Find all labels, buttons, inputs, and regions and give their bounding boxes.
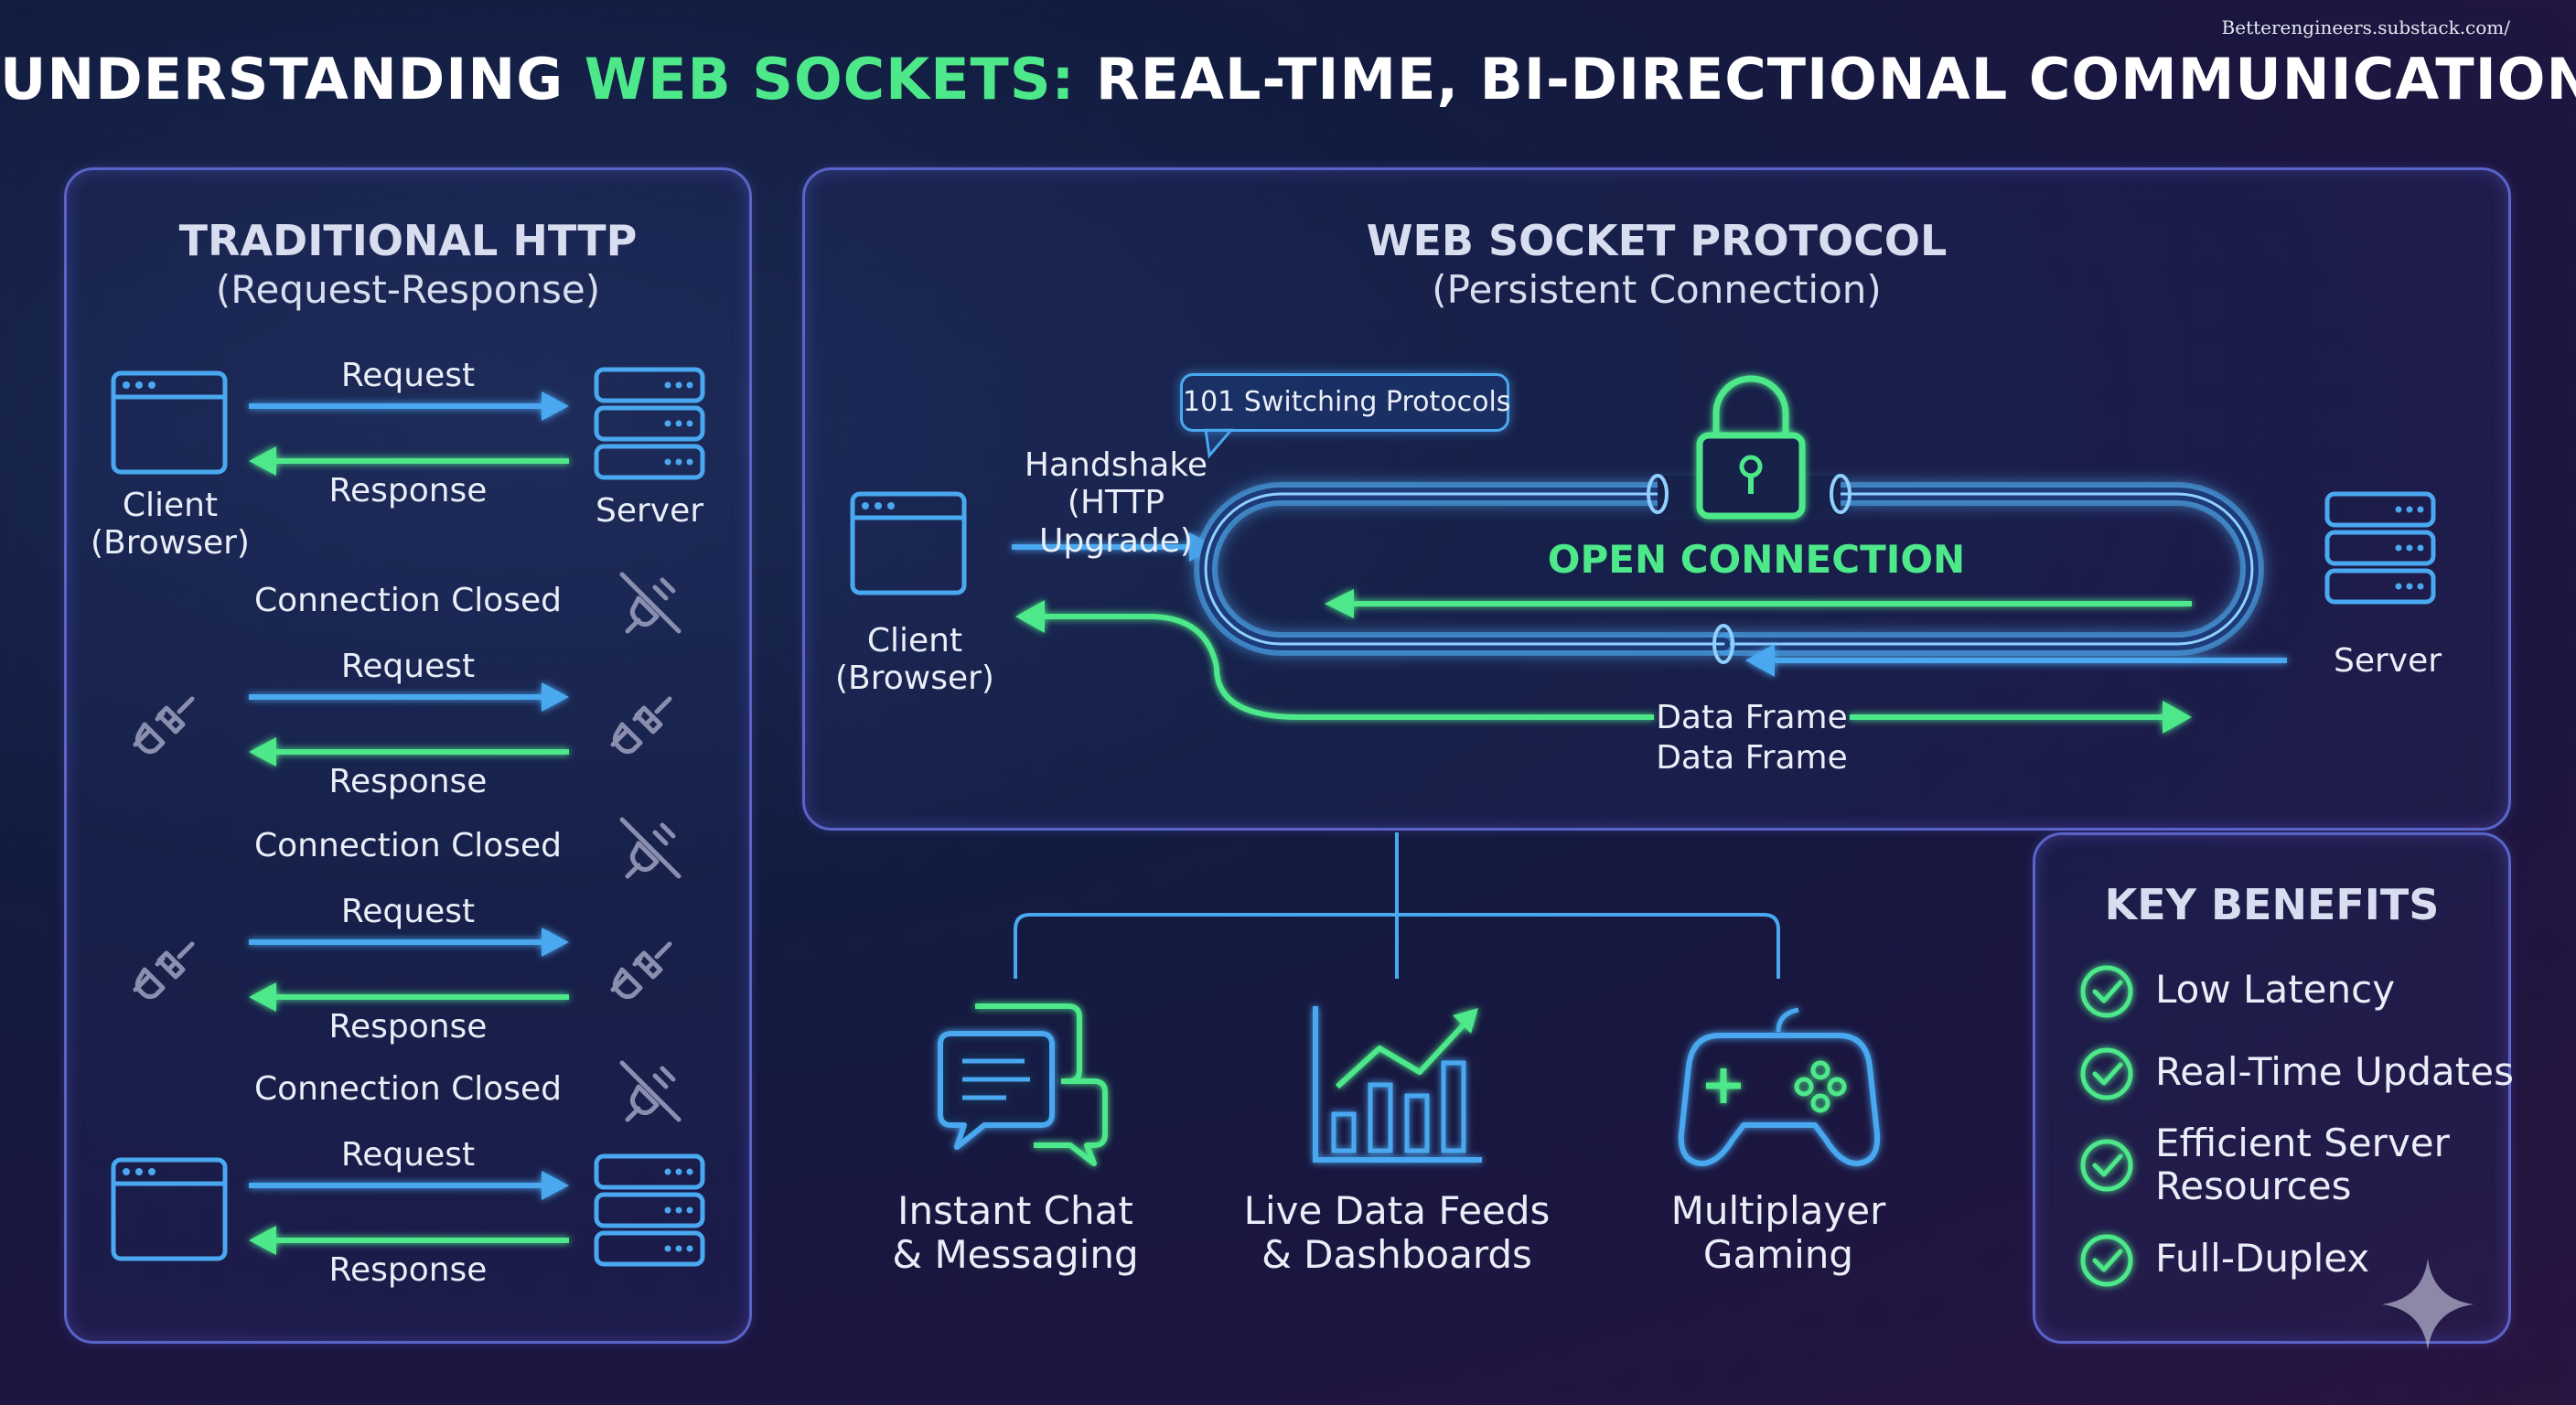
data-frame-label: Data Frame [1656, 699, 1848, 736]
title-highlight: WEB SOCKETS: [584, 46, 1076, 113]
check-icon [2080, 1139, 2133, 1192]
connection-closed-label: Connection Closed [253, 582, 563, 619]
ws-title: WEB SOCKET PROTOCOL [1366, 216, 1948, 265]
check-icon [2080, 965, 2133, 1018]
unplugged-icon [622, 574, 679, 631]
client-label: Client (Browser) [91, 487, 250, 563]
ws-client-label: Client (Browser) [835, 622, 994, 698]
check-icon [2080, 1047, 2133, 1100]
benefit-item: Efficient Server Resources [2155, 1121, 2450, 1209]
handshake-label: Handshake (HTTP Upgrade) [1024, 446, 1208, 560]
ws-subtitle: (Persistent Connection) [1432, 267, 1882, 312]
benefits-title: KEY BENEFITS [2104, 880, 2440, 929]
ws-client-browser-icon [853, 494, 964, 593]
benefit-item: Real-Time Updates [2155, 1049, 2514, 1094]
server-label: Server [595, 492, 704, 530]
http-title: TRADITIONAL HTTP [178, 216, 638, 265]
plug-icon [135, 699, 192, 752]
data-frame-label: Data Frame [1656, 739, 1848, 777]
page-title: UNDERSTANDING WEB SOCKETS: REAL-TIME, BI… [0, 46, 2576, 113]
inner-return-arrow [1325, 589, 2192, 618]
benefit-item: Low Latency [2155, 967, 2396, 1012]
response-label: Response [328, 1008, 488, 1046]
data-frame-path-left [1015, 600, 1654, 720]
benefit-item: Full-Duplex [2155, 1236, 2370, 1281]
http-panel [64, 167, 752, 1344]
switching-protocols-bubble: 101 Switching Protocols [1180, 373, 1510, 432]
client-browser-icon-bottom [113, 1160, 225, 1259]
request-label: Request [340, 893, 476, 930]
chat-icon [938, 1003, 1108, 1166]
use-case-gaming: Multiplayer Gaming [1670, 1188, 1886, 1278]
response-label: Response [328, 472, 488, 509]
check-icon [2080, 1234, 2133, 1287]
plug-icon [613, 699, 670, 752]
connection-closed-label: Connection Closed [253, 827, 563, 864]
unplugged-icon [622, 820, 679, 876]
http-arrows [249, 391, 569, 1255]
connection-tube [1194, 482, 2264, 656]
request-label: Request [340, 357, 476, 394]
connection-closed-label: Connection Closed [253, 1070, 563, 1108]
server-to-tube-arrow [1745, 644, 2287, 677]
use-case-connectors [1014, 832, 1780, 979]
request-label: Request [340, 648, 476, 685]
response-label: Response [328, 763, 488, 800]
ws-server-label: Server [2333, 642, 2442, 680]
source-url: Betterengineers.substack.com/ [2221, 16, 2510, 38]
client-browser-icon [113, 373, 225, 472]
plug-icon [135, 944, 192, 997]
lock-icon [1696, 375, 1806, 520]
open-connection-label: OPEN CONNECTION [1547, 537, 1966, 582]
use-case-data-feeds: Live Data Feeds & Dashboards [1243, 1188, 1551, 1278]
chart-icon [1313, 1006, 1482, 1163]
server-icon-bottom [596, 1156, 703, 1264]
data-frame-path-right [1850, 701, 2192, 734]
use-case-chat: Instant Chat & Messaging [892, 1188, 1139, 1278]
gamepad-icon [1678, 1007, 1881, 1166]
unplugged-icon [622, 1063, 679, 1120]
sparkle-icon [2382, 1259, 2474, 1350]
http-subtitle: (Request-Response) [215, 267, 601, 312]
title-part1: UNDERSTANDING [0, 46, 585, 113]
title-part2: REAL-TIME, BI-DIRECTIONAL COMMUNICATION [1075, 46, 2576, 113]
server-icon [596, 370, 703, 477]
response-label: Response [328, 1251, 488, 1289]
ws-server-icon [2327, 494, 2433, 602]
plug-icon [613, 944, 670, 997]
request-label: Request [340, 1136, 476, 1174]
